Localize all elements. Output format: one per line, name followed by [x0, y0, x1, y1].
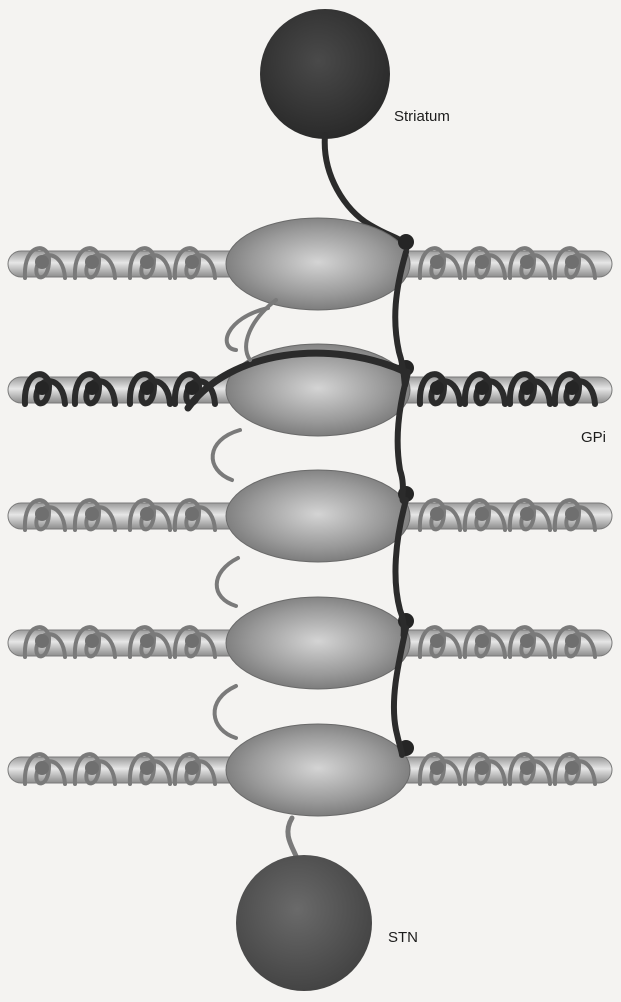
- synaptic-bouton: [475, 761, 489, 775]
- synaptic-bouton: [185, 255, 199, 269]
- synaptic-bouton: [35, 381, 49, 395]
- synaptic-bouton: [520, 507, 534, 521]
- synaptic-bouton: [565, 381, 579, 395]
- gpi-row-3: [8, 470, 612, 562]
- synaptic-bouton: [475, 634, 489, 648]
- gpi-label: GPi: [581, 429, 606, 446]
- gpi-neuron-rows: [8, 218, 612, 816]
- synaptic-bouton: [35, 634, 49, 648]
- stn-collateral: [213, 430, 240, 480]
- striatal-bouton: [398, 234, 414, 250]
- synaptic-bouton: [565, 761, 579, 775]
- synaptic-bouton: [140, 634, 154, 648]
- stn-collateral: [215, 686, 236, 738]
- gpi-row-2: [8, 344, 612, 436]
- synaptic-bouton: [35, 507, 49, 521]
- synaptic-bouton: [85, 634, 99, 648]
- gpi-row-5: [8, 724, 612, 816]
- synaptic-bouton: [430, 255, 444, 269]
- gpi-cell-body: [226, 597, 410, 689]
- synaptic-bouton: [475, 255, 489, 269]
- synaptic-bouton: [565, 634, 579, 648]
- synaptic-bouton: [185, 761, 199, 775]
- synaptic-bouton: [85, 255, 99, 269]
- striatum-nucleus: [260, 9, 390, 139]
- synaptic-bouton: [140, 761, 154, 775]
- synaptic-bouton: [520, 761, 534, 775]
- synaptic-bouton: [140, 381, 154, 395]
- synaptic-bouton: [430, 761, 444, 775]
- synaptic-bouton: [565, 255, 579, 269]
- gpi-cell-body: [226, 724, 410, 816]
- stn-nucleus: [236, 855, 372, 991]
- synaptic-bouton: [85, 761, 99, 775]
- synaptic-bouton: [35, 761, 49, 775]
- stn-label: STN: [388, 929, 418, 946]
- synaptic-bouton: [35, 255, 49, 269]
- synaptic-bouton: [140, 255, 154, 269]
- gpi-cell-body: [226, 218, 410, 310]
- gpi-row-4: [8, 597, 612, 689]
- synaptic-bouton: [475, 507, 489, 521]
- synaptic-bouton: [85, 381, 99, 395]
- synaptic-bouton: [520, 255, 534, 269]
- gpi-cell-body: [226, 344, 410, 436]
- stn-collateral: [217, 558, 238, 606]
- synaptic-bouton: [140, 507, 154, 521]
- synaptic-bouton: [520, 381, 534, 395]
- gpi-cell-body: [226, 470, 410, 562]
- synaptic-bouton: [565, 507, 579, 521]
- synaptic-bouton: [475, 381, 489, 395]
- synaptic-bouton: [430, 634, 444, 648]
- synaptic-bouton: [520, 634, 534, 648]
- synaptic-bouton: [430, 381, 444, 395]
- synaptic-bouton: [185, 634, 199, 648]
- gpi-row-1: [8, 218, 612, 310]
- synaptic-bouton: [85, 507, 99, 521]
- synaptic-bouton: [185, 507, 199, 521]
- striatum-label: Striatum: [394, 108, 450, 125]
- synaptic-bouton: [430, 507, 444, 521]
